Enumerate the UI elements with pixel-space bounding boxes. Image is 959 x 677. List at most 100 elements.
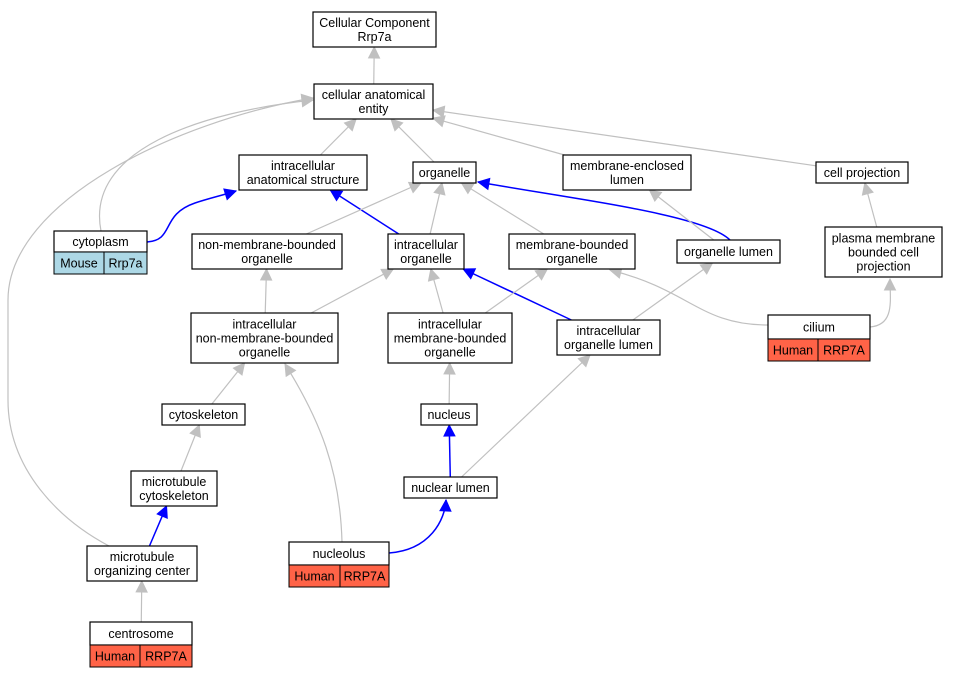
node-label: nucleus: [427, 408, 470, 422]
edge-arrowhead: [135, 579, 148, 593]
node-label: cell projection: [824, 166, 900, 180]
node-label: lumen: [610, 173, 644, 187]
edge-arrowhead: [534, 268, 549, 281]
edge-mtoc-to-cae: [7, 93, 315, 547]
node-label: cytoskeleton: [139, 489, 209, 503]
node-box: [238, 154, 368, 191]
node-box: [556, 319, 661, 356]
node-label: projection: [856, 260, 910, 274]
node-inmbo[interactable]: intracellularnon-membrane-boundedorganel…: [190, 312, 339, 364]
gene-label: Rrp7a: [108, 257, 142, 271]
node-label: non-membrane-bounded: [196, 332, 334, 346]
edge-inmbo-to-io: [310, 268, 395, 314]
node-nuclumen[interactable]: nuclear lumen: [403, 476, 498, 499]
node-box: [420, 403, 478, 426]
edge-line: [432, 109, 817, 167]
node-label: centrosome: [108, 627, 173, 641]
node-ol[interactable]: organelle lumen: [676, 239, 781, 264]
edge-cilium-to-mbo: [608, 266, 769, 326]
node-label: intracellular: [577, 324, 641, 338]
node-nucleus[interactable]: nucleus: [420, 403, 478, 426]
node-box: [403, 476, 498, 499]
node-box: [815, 161, 909, 184]
edge-imbo-to-mbo: [484, 268, 549, 314]
node-box: [824, 226, 943, 278]
node-label: membrane-bounded: [394, 332, 507, 346]
node-organelle[interactable]: organelle: [412, 161, 477, 184]
edges-layer: [7, 45, 897, 623]
node-box: [86, 545, 198, 582]
edge-line: [146, 190, 237, 243]
node-label: intracellular: [271, 159, 335, 173]
node-label: organelle: [424, 346, 475, 360]
edge-line: [388, 499, 447, 554]
node-cellproj[interactable]: cell projection: [815, 161, 909, 184]
edge-nuclumen-to-nucleus: [443, 423, 456, 478]
edge-arrowhead: [433, 181, 446, 196]
edge-ias-to-cae: [319, 118, 357, 156]
node-label: nucleolus: [313, 547, 366, 561]
node-box: [676, 239, 781, 264]
node-label: microtubule: [142, 475, 207, 489]
edge-arrowhead: [443, 423, 456, 437]
node-box: [312, 11, 437, 48]
edge-arrowhead: [329, 189, 344, 202]
node-label: Rrp7a: [357, 30, 391, 44]
gene-label: RRP7A: [823, 344, 865, 358]
edge-arrowhead: [460, 182, 475, 195]
edge-cilium-to-pmbcp: [869, 277, 897, 328]
edge-line: [462, 268, 572, 321]
node-box: [412, 161, 477, 184]
node-cytoskeleton[interactable]: cytoskeleton: [161, 403, 246, 426]
edge-line: [98, 99, 314, 232]
node-box: [387, 233, 465, 270]
node-label: cytoskeleton: [169, 408, 239, 422]
edge-arrowhead: [439, 498, 452, 512]
edge-arrowhead: [284, 363, 297, 378]
edge-arrowhead: [189, 423, 201, 439]
edge-line: [632, 262, 713, 321]
node-box: [313, 83, 434, 120]
gene-cell: [139, 644, 193, 668]
node-label: organizing center: [94, 564, 190, 578]
node-label: membrane-bounded: [516, 238, 629, 252]
edge-cytoskeleton-to-inmbo: [211, 362, 246, 405]
edge-arrowhead: [407, 181, 422, 194]
node-box: [130, 470, 218, 507]
node-label: bounded cell: [848, 246, 919, 260]
node-box: [161, 403, 246, 426]
edge-mel-to-cae: [431, 115, 565, 156]
node-label: intracellular: [233, 318, 297, 332]
edge-arrowhead: [431, 115, 446, 128]
edge-arrowhead: [427, 267, 441, 282]
edge-arrowhead: [699, 262, 714, 275]
edge-arrowhead: [367, 45, 381, 59]
node-box: [191, 233, 343, 270]
edge-line: [310, 268, 394, 314]
edge-iol-to-ol: [632, 262, 714, 321]
species-label: Human: [773, 344, 813, 358]
species-label: Human: [294, 570, 334, 584]
node-box: [387, 312, 513, 364]
edge-arrowhead: [156, 504, 168, 520]
gene-label: RRP7A: [145, 650, 187, 664]
species-label: Mouse: [60, 257, 98, 271]
node-label: cellular anatomical: [322, 88, 426, 102]
edge-line: [306, 182, 422, 235]
